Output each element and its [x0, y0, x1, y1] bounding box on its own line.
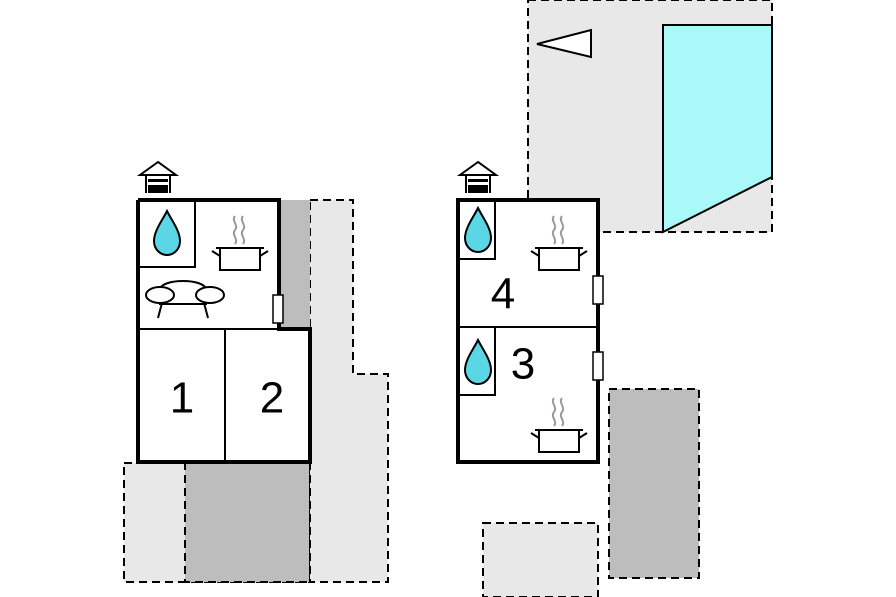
water-drop-icon	[464, 207, 492, 253]
building-left	[136, 198, 312, 464]
house-entrance-icon	[459, 161, 497, 194]
north-arrow-icon	[536, 28, 592, 59]
room-label-1: 1	[170, 374, 194, 423]
cooking-pot-icon	[530, 215, 588, 271]
terrace-bottom-center	[482, 522, 599, 597]
window-icon	[592, 351, 604, 381]
window-icon	[592, 275, 604, 305]
water-drop-icon	[153, 210, 181, 256]
building-right	[456, 198, 600, 464]
terrace-right-dark	[608, 388, 700, 579]
terrace-bottom-dark	[184, 462, 311, 583]
cooking-pot-icon	[211, 215, 269, 271]
room-label-2: 2	[260, 374, 284, 423]
water-drop-icon	[464, 339, 492, 385]
room-label-3: 3	[511, 340, 535, 389]
pool	[662, 24, 773, 234]
terrace-right-strip	[309, 199, 389, 583]
room-label-4: 4	[491, 270, 515, 319]
cooking-pot-icon	[530, 397, 588, 453]
house-entrance-icon	[139, 161, 177, 194]
terrace-side-dark	[280, 200, 310, 328]
window-icon	[272, 294, 284, 324]
sofa-icon	[145, 280, 225, 319]
